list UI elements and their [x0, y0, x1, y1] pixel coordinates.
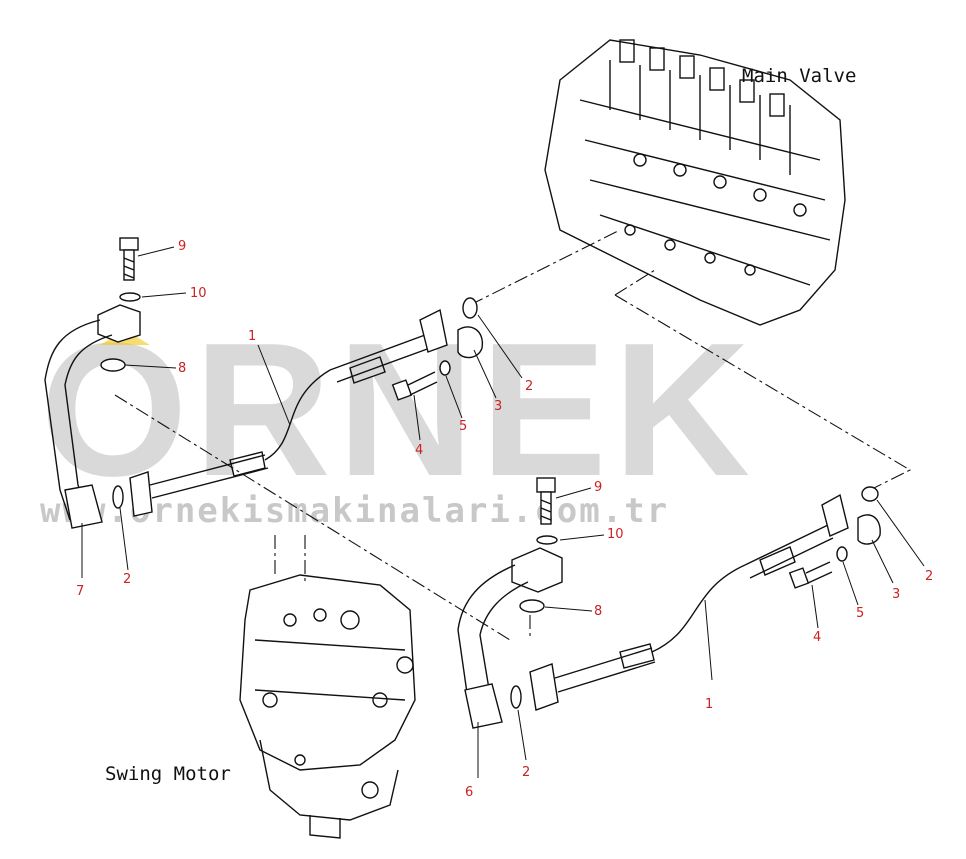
watermark-brand: ORNEK	[40, 304, 756, 516]
pipe-assembly-top-left	[44, 237, 484, 529]
tube-7-end	[64, 484, 103, 529]
flange-block	[97, 304, 141, 343]
o-ring-2-upper	[861, 486, 879, 502]
tube-7-inner	[64, 334, 113, 521]
callout-8: 8	[594, 604, 602, 619]
washer-5	[836, 546, 848, 562]
callout-10: 10	[190, 286, 207, 301]
hose-end-lower	[554, 647, 656, 693]
hose-fitting-upper	[821, 493, 849, 537]
callout-9: 9	[178, 239, 186, 254]
o-ring-8	[519, 599, 545, 613]
hose-fitting-upper	[419, 308, 448, 353]
o-ring-2-lower	[112, 485, 124, 509]
callouts-top-left: 9 10 8 1 2 3 4 5 7 2	[76, 239, 533, 599]
bolt-9	[119, 237, 139, 281]
hose-fitting-lower	[529, 663, 559, 711]
callout-10: 10	[607, 527, 624, 542]
callout-7: 7	[76, 584, 84, 599]
callout-2-lower: 2	[522, 765, 530, 780]
split-flange-3	[457, 326, 484, 359]
split-flange-3	[857, 514, 881, 545]
washer-5	[439, 360, 451, 376]
main-valve-illustration	[544, 39, 846, 326]
connection-lines	[114, 229, 912, 641]
callout-3: 3	[494, 399, 502, 414]
callout-8: 8	[178, 361, 186, 376]
leader-lines	[81, 246, 925, 778]
callout-2-upper: 2	[925, 569, 933, 584]
hose-fitting-lower	[129, 471, 153, 517]
callout-2-lower: 2	[123, 572, 131, 587]
tube-6-inner	[479, 581, 529, 721]
pipe-assembly-bottom-right	[457, 477, 881, 729]
callout-6: 6	[465, 785, 473, 800]
swing-motor-illustration	[239, 574, 416, 839]
callout-9: 9	[594, 480, 602, 495]
callout-2-upper: 2	[525, 379, 533, 394]
washer-10	[119, 292, 141, 302]
callout-5: 5	[856, 606, 864, 621]
flange-block	[511, 547, 563, 593]
callout-1: 1	[705, 697, 713, 712]
bolt-4	[788, 561, 833, 589]
hose-end-lower	[149, 454, 269, 499]
swing-motor-label: Swing Motor	[105, 763, 231, 785]
tube-6-end	[464, 683, 503, 729]
bolt-4	[391, 371, 438, 401]
main-valve-label: Main Valve	[742, 65, 856, 87]
callout-1: 1	[248, 329, 256, 344]
tube-6-outer	[457, 564, 516, 721]
o-ring-2-upper	[462, 297, 478, 319]
callouts-bottom-right: 9 10 8 1 2 3 4 5 6 2	[465, 480, 933, 800]
callout-3: 3	[892, 587, 900, 602]
tube-7-outer	[44, 319, 101, 521]
watermark: ORNEK www.ornekismakinalari.com.tr	[40, 304, 756, 531]
callout-4: 4	[813, 630, 821, 645]
o-ring-2-lower	[510, 685, 522, 709]
hose-end-upper	[744, 524, 834, 579]
bolt-9	[536, 477, 556, 525]
callout-5: 5	[459, 419, 467, 434]
washer-10	[536, 535, 558, 545]
callout-4: 4	[415, 443, 423, 458]
o-ring-8	[100, 358, 126, 372]
